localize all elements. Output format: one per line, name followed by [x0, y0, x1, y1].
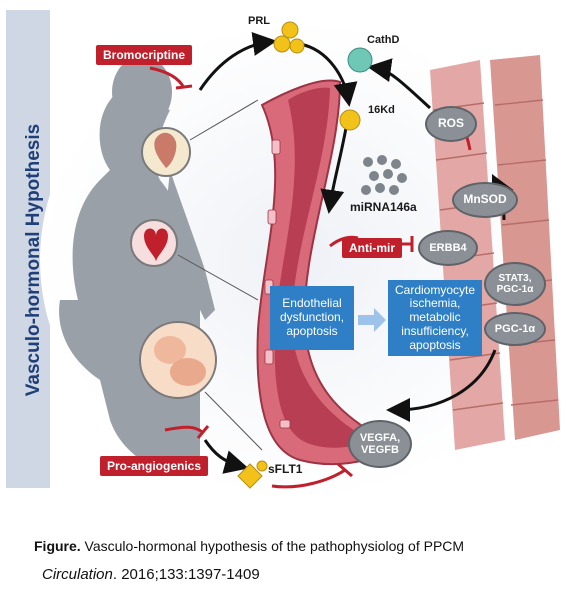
prl-molecule: [273, 21, 305, 54]
sflt1-molecule: [237, 460, 268, 489]
fetus-icon: [139, 321, 217, 399]
prl-label: PRL: [248, 15, 270, 27]
erbb4-node: ERBB4: [418, 230, 478, 266]
mirna-dots: [361, 155, 407, 195]
sflt1-label: sFLT1: [268, 462, 303, 476]
mirna-label: miRNA146a: [350, 200, 417, 214]
pituitary-icon: [141, 127, 191, 177]
zoom-lines: [177, 99, 263, 451]
vegf-node: VEGFA, VEGFB: [348, 420, 412, 468]
cardiomyocyte-box: Cardiomyocyte ischemia, metabolic insuff…: [388, 280, 482, 356]
diagram-graphics: [40, 20, 560, 500]
caption-text: Vasculo-hormonal hypothesis of the patho…: [80, 538, 465, 554]
bromocriptine-label: Bromocriptine: [96, 45, 193, 65]
box-arrow: [358, 308, 386, 332]
cathd-molecule: [347, 47, 373, 73]
pro-angiogenics-label: Pro-angiogenics: [100, 456, 209, 476]
caption-line1: Figure. Vasculo-hormonal hypothesis of t…: [34, 538, 464, 554]
caption-line2: Circulation. 2016;133:1397-1409: [42, 566, 260, 583]
pgc1a-node: PGC-1α: [484, 312, 546, 346]
inhibition-lines: [149, 66, 472, 489]
endothelial-box: Endothelial dysfunction, apoptosis: [270, 286, 354, 350]
heart-icon: [130, 219, 178, 267]
anti-mir-label: Anti-mir: [342, 238, 402, 258]
kd16-molecule: [339, 109, 361, 131]
mnsod-node: MnSOD: [452, 182, 518, 218]
ros-node: ROS: [425, 106, 477, 142]
diagram: Vasculo-hormonal Hypothesis: [6, 10, 560, 500]
stat3-node: STAT3, PGC-1α: [484, 262, 546, 306]
cathd-label: CathD: [367, 34, 400, 46]
caption-label: Figure.: [34, 538, 81, 554]
caption-journal: Circulation: [42, 566, 113, 583]
caption-citation: . 2016;133:1397-1409: [112, 566, 260, 583]
kd16-label: 16Kd: [368, 104, 395, 116]
